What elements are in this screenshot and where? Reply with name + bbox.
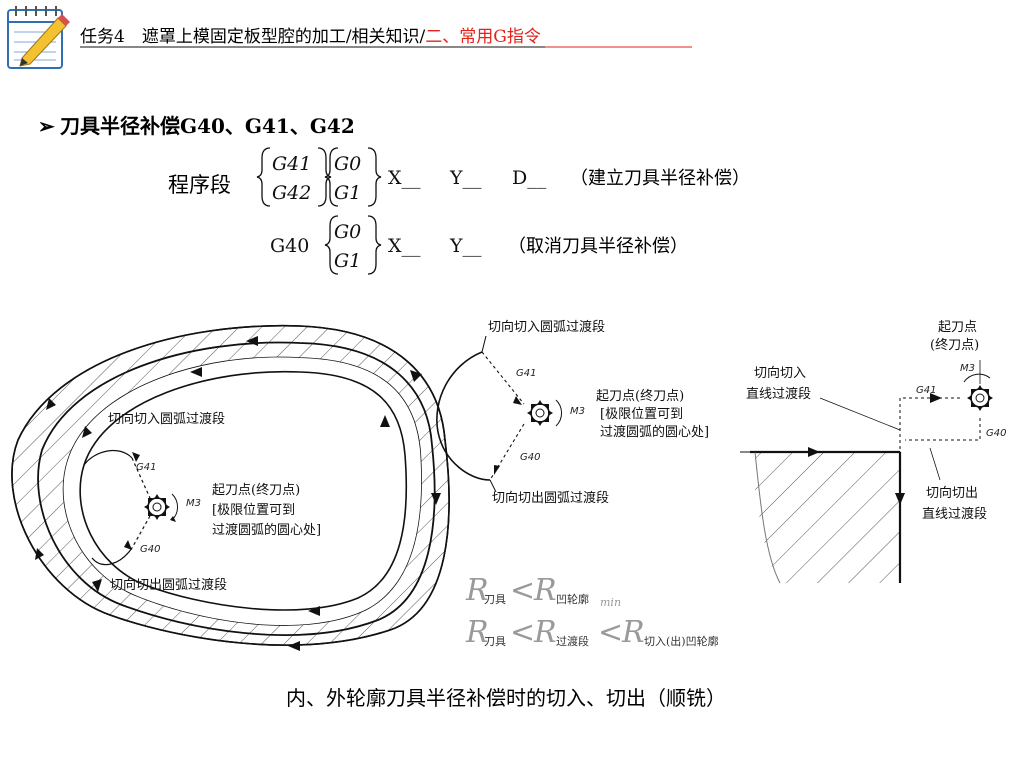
breadcrumb: 任务4 遮罩上模固定板型腔的加工/相关知识/二、常用G指令 [80,27,541,47]
line-g40-label: G40 [986,428,1006,439]
inner-start-label-3: 过渡圆弧的圆心处] [212,522,321,538]
radius-rule-2: R 刀具 < R 过渡段 < R 切入(出)凹轮廓 [465,615,719,650]
svg-text:凹轮廓: 凹轮廓 [556,592,589,606]
y-field: Y__ [449,167,482,189]
x-field-2: X__ [388,235,421,257]
outer-g40-label: G40 [520,452,540,463]
line-in-label-1: 切向切入 [754,365,806,381]
svg-text:<: < [510,615,535,650]
outer-start-label-3: 过渡圆弧的圆心处] [600,424,709,440]
line-lead-diagram [740,360,994,584]
y-field-2: Y__ [449,235,482,257]
breadcrumb-link[interactable]: 二、常用G指令 [425,27,541,47]
line-start-label-2: (终刀点) [930,337,979,353]
direction-arrows [35,336,441,651]
figure-caption: 内、外轮廓刀具半径补偿时的切入、切出（顺铣） [286,686,726,710]
g41-option: G41 [272,153,311,175]
line-start-label-1: 起刀点 [938,320,977,335]
g0-option-2: G0 [334,221,361,243]
notepad-icon [7,6,70,69]
svg-text:R: R [465,573,489,608]
svg-text:min: min [600,596,621,609]
inner-arc-in-label: 切向切入圆弧过渡段 [108,411,225,427]
inner-start-label-1: 起刀点(终刀点) [212,482,300,498]
section-title: 刀具半径补偿G40、G41、G42 [60,114,355,138]
inner-m3-label: M3 [186,498,201,509]
outer-arc-in-label: 切向切入圆弧过渡段 [488,319,605,335]
line-out-label-1: 切向切出 [926,485,978,501]
d-field: D__ [512,167,547,189]
svg-text:刀具: 刀具 [484,635,506,648]
breadcrumb-path: 任务4 遮罩上模固定板型腔的加工/相关知识/ [80,27,426,47]
svg-text:切入(出)凹轮廓: 切入(出)凹轮廓 [644,634,719,648]
x-field: X__ [388,167,421,189]
cutter-icon-3 [966,384,994,412]
establish-note: （建立刀具半径补偿） [570,168,750,189]
svg-text:<: < [510,573,535,608]
formula-braces [256,147,382,275]
outer-start-label-2: [极限位置可到 [600,407,683,422]
program-label: 程序段 [168,173,231,197]
g1-option: G1 [334,182,361,204]
outer-m3-label: M3 [570,406,585,417]
g42-option: G42 [272,182,311,204]
line-m3-label: M3 [960,363,975,374]
g40-code: G40 [270,235,309,257]
line-in-label-2: 直线过渡段 [746,386,811,402]
svg-text:R: R [621,615,645,650]
cancel-note: （取消刀具半径补偿） [508,236,688,257]
svg-text:刀具: 刀具 [484,593,506,606]
inner-g41-label: G41 [136,462,156,473]
svg-text:R: R [465,615,489,650]
outer-g41-label: G41 [516,368,536,379]
outer-start-label-1: 起刀点(终刀点) [596,388,684,404]
svg-text:R: R [533,573,557,608]
line-g41-label: G41 [916,385,936,396]
section-bullet: ➢ [38,114,55,138]
outer-arc-out-label: 切向切出圆弧过渡段 [492,490,609,506]
svg-text:R: R [533,615,557,650]
inner-start-label-2: [极限位置可到 [212,503,295,518]
outer-arc-diagram [436,335,562,493]
cutter-icon-2 [526,399,554,427]
inner-g40-label: G40 [140,544,160,555]
svg-text:过渡段: 过渡段 [556,634,589,648]
line-out-label-2: 直线过渡段 [922,506,987,522]
inner-arc-out-label: 切向切出圆弧过渡段 [110,577,227,593]
radius-rule-1: R 刀具 < R 凹轮廓 min [465,573,621,609]
g1-option-2: G1 [334,250,361,272]
svg-text:<: < [598,615,623,650]
contour-diagram [11,324,450,651]
g0-option: G0 [334,153,361,175]
